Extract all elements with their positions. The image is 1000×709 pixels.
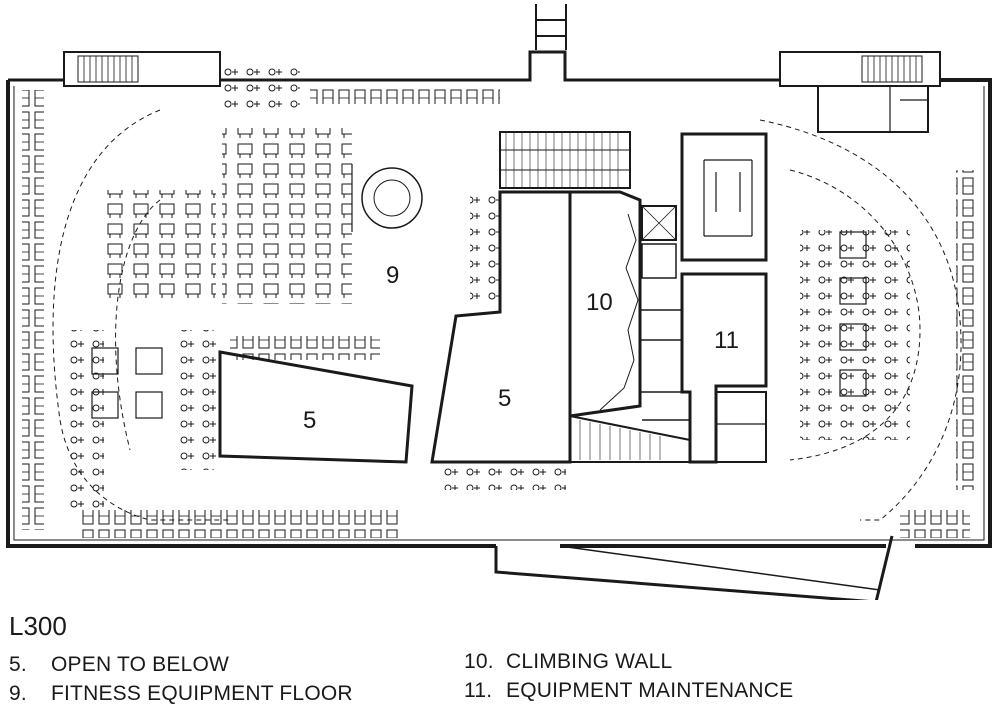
elevator: [641, 205, 677, 241]
legend-item-fitness-floor: 9.FITNESS EQUIPMENT FLOOR: [9, 682, 353, 705]
south-terrace-wall: [494, 535, 894, 600]
room-label-open-right: 5: [498, 385, 511, 412]
open-to-below-right: [430, 190, 572, 464]
escalator: [499, 131, 631, 189]
curtain-wall-line: [13, 86, 985, 541]
equipment-platforms: [91, 231, 867, 419]
north-core: [535, 4, 567, 50]
floor-plan-drawing: 9 5 5 10 11: [6, 4, 992, 600]
legend-item-climbing-wall: 10.CLIMBING WALL: [464, 650, 673, 673]
climbing-wall-room: [568, 190, 642, 418]
room-label-maintenance: 11: [714, 327, 739, 354]
exterior-wall: [6, 78, 992, 548]
maintenance-room: [680, 272, 768, 464]
room-label-fitness: 9: [386, 262, 399, 289]
legend-item-open-to-below: 5.OPEN TO BELOW: [9, 653, 230, 676]
legend-item-equipment-maintenance: 11.EQUIPMENT MAINTENANCE: [464, 679, 794, 702]
circular-station: [361, 167, 423, 229]
north-wall: [8, 50, 780, 82]
room-label-climbing: 10: [586, 289, 613, 316]
running-track: [52, 109, 962, 521]
climbing-surface: [599, 213, 639, 411]
level-title: L300: [9, 611, 67, 641]
room-label-open-left: 5: [303, 407, 316, 434]
fitness-equipment: [22, 60, 978, 538]
restroom-core: [680, 132, 768, 262]
stair-northwest: [63, 51, 221, 87]
